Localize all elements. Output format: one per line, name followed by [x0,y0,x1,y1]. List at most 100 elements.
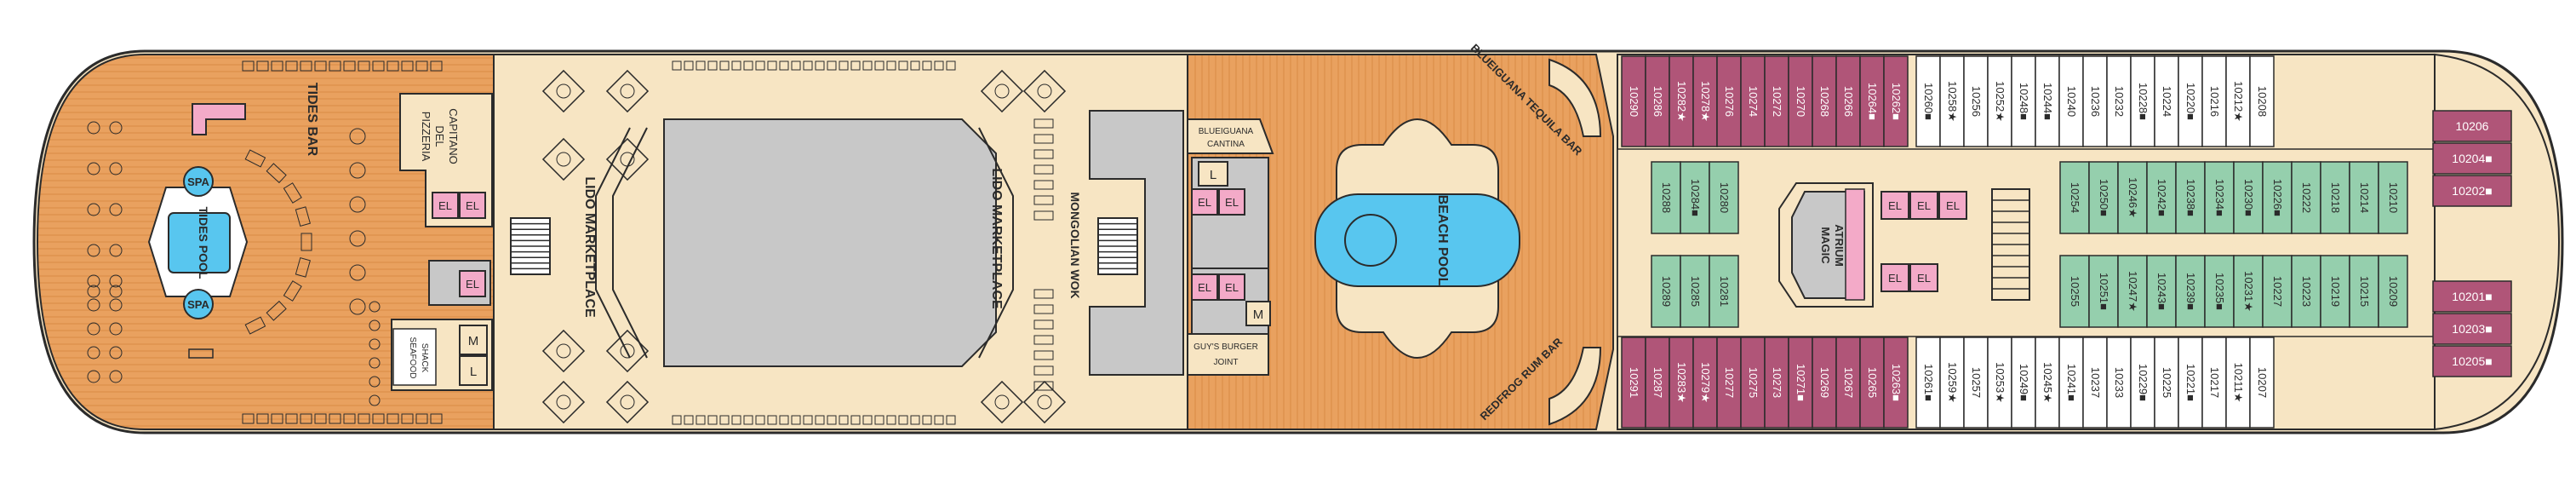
tides-bar: TIDES BAR [192,83,319,157]
cabin-number-10219: 10219 [2329,276,2342,307]
cabin-10209[interactable] [2378,255,2408,328]
cabin-10264[interactable] [1859,55,1885,147]
cabin-number-10243: 10243■ [2155,273,2168,310]
cabin-10240[interactable] [2058,55,2084,147]
cabin-10230[interactable] [2233,161,2264,234]
cabin-10290[interactable] [1621,55,1646,147]
cabin-number-10255: 10255 [2069,276,2081,307]
cabin-10287[interactable] [1645,337,1670,429]
cabin-10271[interactable] [1788,337,1813,429]
cabin-10235[interactable] [2204,255,2235,328]
cabin-10205[interactable] [2432,345,2512,377]
cabin-10276[interactable] [1716,55,1742,147]
aft-elevators: EL [428,217,551,306]
cabin-10248[interactable] [2011,55,2036,147]
elevator-label: EL [1225,196,1239,209]
cabin-10207[interactable] [2249,337,2275,429]
cabin-10216[interactable] [2201,55,2227,147]
cabin-10262[interactable] [1883,55,1909,147]
cabin-10201[interactable] [2432,280,2512,313]
pizzeria-label-1: PIZZERIA [420,112,432,162]
cabin-10203[interactable] [2432,313,2512,345]
cabin-10277[interactable] [1716,337,1742,429]
cabin-10280[interactable] [1709,161,1739,234]
cabin-10243[interactable] [2146,255,2177,328]
cabin-number-10257: 10257 [1970,367,1983,398]
cabin-10239[interactable] [2175,255,2206,328]
stern-loungers [87,60,443,424]
cabin-10258[interactable] [1939,55,1965,147]
cabin-10268[interactable] [1812,55,1837,147]
cabin-number-10271: 10271■ [1795,364,1807,401]
cabin-10210[interactable] [2378,161,2408,234]
cabin-10228[interactable] [2130,55,2155,147]
cabin-10291[interactable] [1621,337,1646,429]
cabin-10211[interactable] [2225,337,2251,429]
cabin-number-10267: 10267 [1842,367,1855,398]
cabin-10281[interactable] [1709,255,1739,328]
cabin-10259[interactable] [1939,337,1965,429]
cabin-10284[interactable] [1680,161,1710,234]
cabin-10215[interactable] [2349,255,2379,328]
forward-lido-core: BLUEIGUANA CANTINA L EL EL EL EL M GUY'S… [1089,110,1274,376]
cabin-10266[interactable] [1835,55,1861,147]
cabin-10257[interactable] [1963,337,1989,429]
elevator-label: EL [438,199,452,212]
cabin-10221[interactable] [2178,337,2203,429]
cabin-10267[interactable] [1835,337,1861,429]
elevator-label: EL [1888,199,1902,212]
cabin-10261[interactable] [1915,337,1941,429]
beach-pool-label: BEACH POOL [1435,195,1450,286]
cabin-10273[interactable] [1764,337,1789,429]
cabin-10234[interactable] [2204,161,2235,234]
stern-wood-deck [36,54,495,430]
cabin-10249[interactable] [2011,337,2036,429]
seafood-label-1: SEAFOOD [408,337,417,379]
magic-atrium-label-2: ATRIUM [1833,224,1846,267]
cabin-10226[interactable] [2262,161,2293,234]
cabin-number-10277: 10277 [1723,367,1736,398]
cabin-10286[interactable] [1645,55,1670,147]
cabin-number-10264: 10264■ [1866,83,1879,120]
elevator-box [432,192,459,219]
cabin-10242[interactable] [2146,161,2177,234]
spa-top-label: SPA [187,175,209,188]
cabin-10208[interactable] [2249,55,2275,147]
cabin-10229[interactable] [2130,337,2155,429]
cabin-number-10211: 10211★ [2232,363,2245,403]
tides-bar-label: TIDES BAR [305,83,319,157]
cabin-10233[interactable] [2106,337,2132,429]
cabin-10206[interactable] [2432,110,2512,142]
cabin-10237[interactable] [2082,337,2108,429]
cabin-10202[interactable] [2432,175,2512,207]
cabin-10236[interactable] [2082,55,2108,147]
cabin-10255[interactable] [2059,255,2090,328]
cabin-10282[interactable] [1669,55,1694,147]
blueiguana-cantina-label-2: CANTINA [1207,140,1245,149]
cabin-10265[interactable] [1859,337,1885,429]
cabin-10223[interactable] [2291,255,2321,328]
cabin-10250[interactable] [2088,161,2119,234]
beach-pool-whirlpool [1344,214,1397,267]
cabin-10274[interactable] [1740,55,1766,147]
cabin-10204[interactable] [2432,142,2512,175]
elevator-box [1909,191,1938,220]
cabin-number-10241: 10241■ [2065,364,2078,401]
cabin-10247[interactable] [2117,255,2148,328]
cabin-10269[interactable] [1812,337,1837,429]
cabin-10263[interactable] [1883,337,1909,429]
cabin-number-10218: 10218 [2329,182,2342,213]
cabin-10289[interactable] [1651,255,1681,328]
cabin-10219[interactable] [2320,255,2350,328]
cabin-10238[interactable] [2175,161,2206,234]
cabin-10241[interactable] [2058,337,2084,429]
cabin-10256[interactable] [1963,55,1989,147]
cabin-10288[interactable] [1651,161,1681,234]
cabin-10278[interactable] [1692,55,1718,147]
cabin-10283[interactable] [1669,337,1694,429]
pizzeria-label-2: DEL [433,125,446,147]
cabin-10270[interactable] [1788,55,1813,147]
cabin-10244[interactable] [2035,55,2060,147]
cabin-10285[interactable] [1680,255,1710,328]
cabin-10231[interactable] [2233,255,2264,328]
